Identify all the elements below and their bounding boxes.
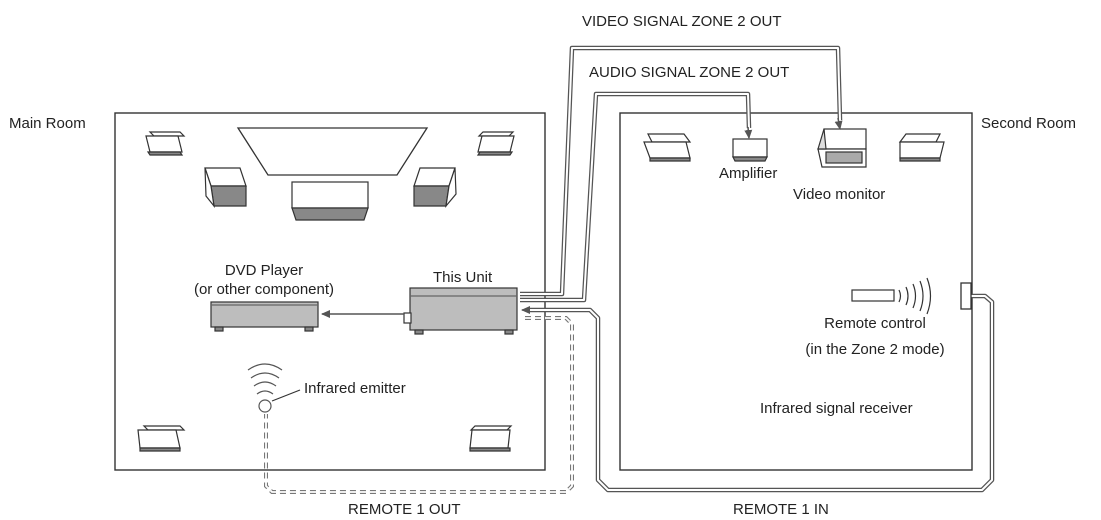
dvd-player-label: DVD Player — [225, 262, 303, 279]
infrared-receiver-icon — [960, 282, 972, 310]
remote-control-label: Remote control — [824, 315, 926, 332]
video-signal-label: VIDEO SIGNAL ZONE 2 OUT — [582, 13, 781, 30]
infrared-emitter-icon — [247, 363, 301, 413]
speaker-icon — [898, 133, 945, 162]
second-room-label: Second Room — [981, 115, 1076, 132]
main-room-label: Main Room — [9, 115, 86, 132]
speaker-icon — [413, 167, 457, 209]
main-room-box — [114, 112, 546, 471]
remote-out-cable — [264, 316, 574, 494]
remote-in-label: REMOTE 1 IN — [733, 501, 829, 518]
dvd-player-icon — [210, 301, 319, 332]
speaker-icon — [291, 181, 369, 221]
video-monitor-icon — [817, 128, 867, 168]
amplifier-icon — [732, 138, 768, 162]
speaker-icon — [204, 167, 247, 209]
amplifier-label: Amplifier — [719, 165, 777, 182]
speaker-icon — [137, 425, 186, 452]
remote-in-cable — [521, 293, 995, 493]
this-unit-icon — [403, 287, 518, 335]
audio-signal-cable — [520, 91, 753, 303]
video-monitor-label: Video monitor — [793, 186, 885, 203]
video-signal-cable — [520, 45, 843, 297]
remote-control-icon — [851, 277, 932, 315]
infrared-emitter-label: Infrared emitter — [304, 380, 406, 397]
audio-signal-label: AUDIO SIGNAL ZONE 2 OUT — [589, 64, 789, 81]
speaker-icon — [476, 131, 515, 156]
remote-out-label: REMOTE 1 OUT — [348, 501, 461, 518]
screen-icon — [236, 127, 429, 176]
dvd-player-sublabel: (or other component) — [194, 281, 334, 298]
infrared-receiver-label: Infrared signal receiver — [760, 400, 913, 417]
second-room-box — [619, 112, 973, 471]
speaker-icon — [643, 133, 692, 162]
remote-control-sublabel: (in the Zone 2 mode) — [805, 341, 944, 358]
speaker-icon — [145, 131, 186, 156]
this-unit-label: This Unit — [433, 269, 493, 286]
speaker-icon — [469, 425, 513, 452]
